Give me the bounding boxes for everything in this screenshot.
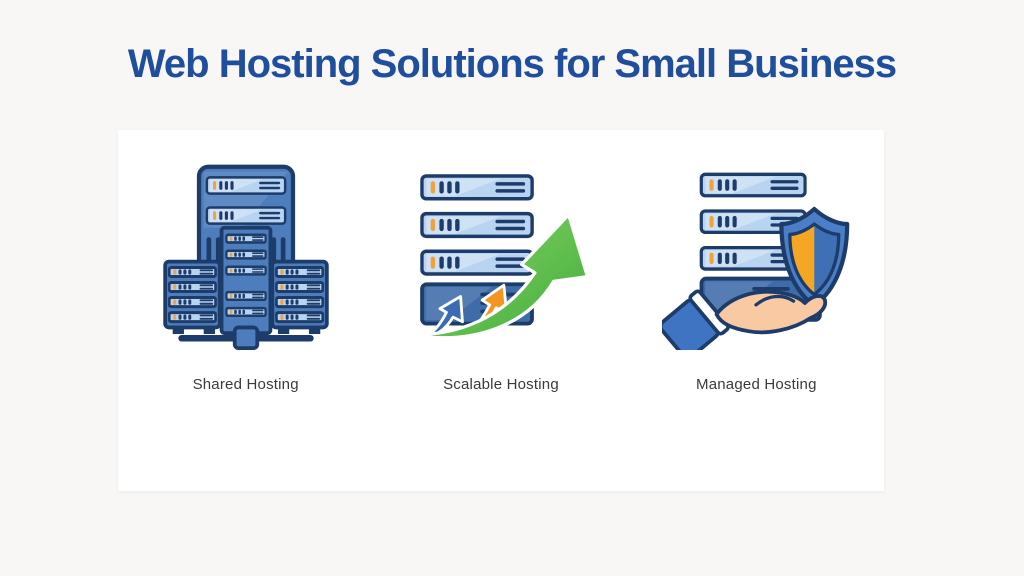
scalable-hosting-label: Scalable Hosting (443, 376, 559, 393)
managed-hosting-label: Managed Hosting (696, 376, 817, 393)
page-title: Web Hosting Solutions for Small Business (127, 42, 897, 86)
scalable-hosting-icon (407, 162, 595, 350)
hosting-option-managed: Managed Hosting (629, 130, 884, 491)
hand-icon (662, 289, 828, 350)
managed-hosting-icon (662, 162, 850, 350)
hand-shield-server-icon (662, 162, 850, 350)
growth-arrows-server-icon (410, 162, 590, 344)
hosting-option-shared: Shared Hosting (118, 130, 373, 491)
shared-hosting-label: Shared Hosting (192, 376, 299, 393)
green-growth-arrow (410, 212, 590, 340)
infographic-card: Shared Hosting Scalable Hos (118, 130, 884, 491)
shared-hosting-icon (152, 162, 340, 350)
hosting-option-scalable: Scalable Hosting (373, 130, 628, 491)
security-shield-icon (779, 206, 850, 308)
server-cluster-icon (162, 164, 329, 350)
